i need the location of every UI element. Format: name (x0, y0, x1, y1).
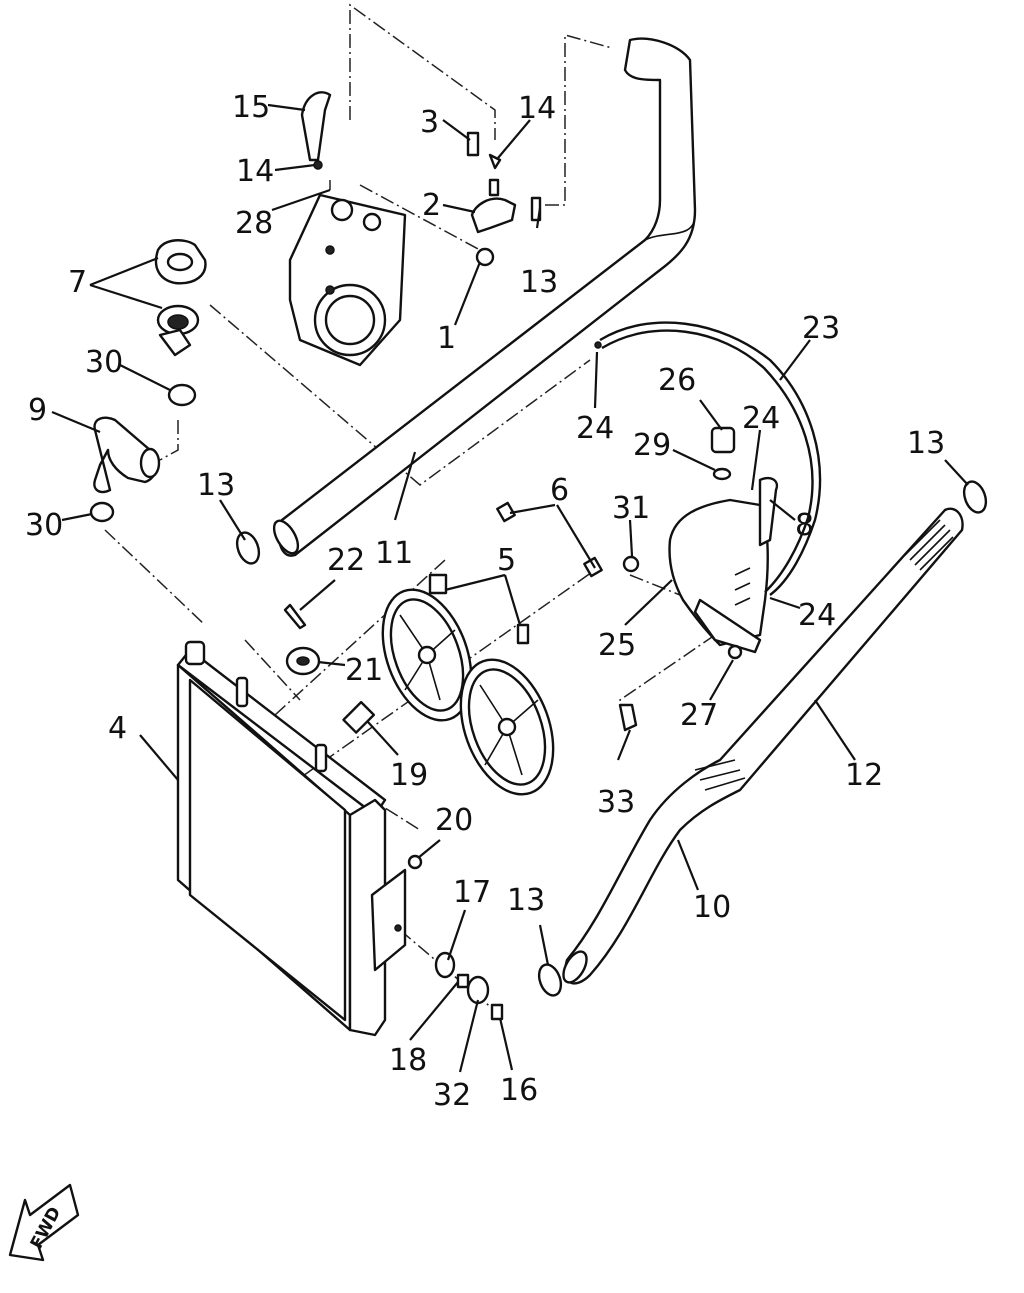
callout-28: 28 (235, 206, 273, 241)
callout-14a: 14 (518, 91, 556, 126)
callout-31: 31 (612, 491, 650, 526)
callout-11: 11 (375, 536, 413, 571)
callout-24c: 24 (798, 598, 836, 633)
callout-8: 8 (795, 508, 814, 543)
callout-24a: 24 (576, 411, 614, 446)
fwd-arrow: FWD (8, 1183, 80, 1262)
callout-27: 27 (680, 698, 718, 733)
radiator-cap-assembly (89, 239, 207, 523)
callout-32: 32 (433, 1078, 471, 1113)
lower-radiator-hose (562, 507, 964, 985)
callout-5: 5 (497, 543, 516, 578)
callout-33: 33 (597, 785, 635, 820)
callout-23: 23 (802, 311, 840, 346)
callout-24b: 24 (742, 401, 780, 436)
callout-1: 1 (437, 321, 456, 356)
callout-7: 7 (68, 265, 87, 300)
callout-12: 12 (845, 758, 883, 793)
callout-labels: 1 2 3 4 5 6 7 8 9 10 11 12 13 13 13 13 1… (25, 90, 945, 1113)
callout-4: 4 (108, 711, 127, 746)
callout-19: 19 (390, 758, 428, 793)
callout-22: 22 (327, 543, 365, 578)
callout-14b: 14 (236, 154, 274, 189)
cooling-fans (381, 573, 555, 796)
callout-29: 29 (633, 428, 671, 463)
callout-13a: 13 (520, 265, 558, 300)
leader-lines (51, 103, 969, 1073)
overflow-hose (599, 321, 822, 596)
upper-radiator-hose (272, 37, 697, 557)
thermostat-housing (288, 193, 407, 367)
callout-10: 10 (693, 890, 731, 925)
coolant-reservoir (618, 426, 779, 732)
thermostat-cover (466, 131, 542, 267)
radiator (176, 640, 407, 1037)
callout-15: 15 (232, 90, 270, 125)
callout-25: 25 (598, 628, 636, 663)
callout-16: 16 (500, 1073, 538, 1108)
callout-13c: 13 (907, 426, 945, 461)
callout-18: 18 (389, 1043, 427, 1078)
callout-20: 20 (435, 803, 473, 838)
callout-9: 9 (28, 393, 47, 428)
callout-30b: 30 (25, 508, 63, 543)
callout-6: 6 (550, 473, 569, 508)
callout-21: 21 (345, 653, 383, 688)
callout-13b: 13 (197, 468, 235, 503)
callout-17: 17 (453, 875, 491, 910)
callout-30a: 30 (85, 345, 123, 380)
bypass-hose (300, 91, 332, 170)
callout-3: 3 (420, 105, 439, 140)
callout-26: 26 (658, 363, 696, 398)
hardware (235, 341, 988, 1021)
callout-13d: 13 (507, 883, 545, 918)
callout-2: 2 (422, 188, 441, 223)
